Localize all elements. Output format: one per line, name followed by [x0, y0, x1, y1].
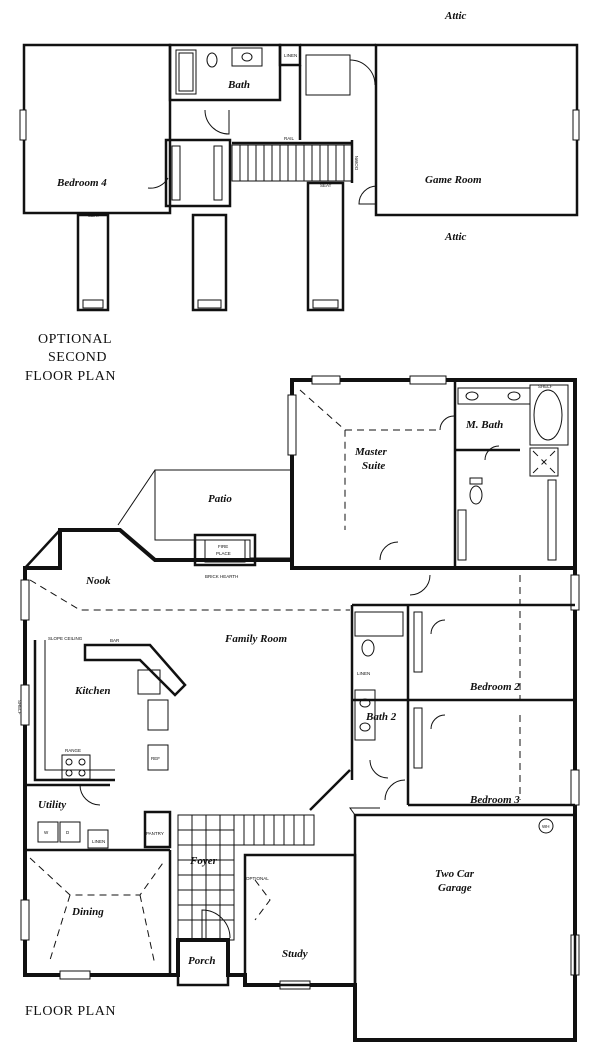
pantry-label: PANTRY [146, 831, 164, 836]
rail-label: RAIL [284, 136, 295, 141]
dryer [59, 821, 81, 843]
bath2-toilet [361, 639, 375, 657]
attic-top-label: Attic [444, 10, 467, 22]
slope-ceiling-label: SLOPE CEILING [48, 636, 83, 641]
nook-label: Nook [85, 575, 111, 587]
dormer-1 [76, 213, 110, 312]
bath2-vanity [354, 689, 376, 741]
washer-label: W [44, 830, 49, 835]
bath-walls [168, 43, 282, 102]
m-bath-tub [529, 384, 569, 446]
utility-label: Utility [38, 799, 66, 811]
foyer-label: Foyer [189, 855, 218, 867]
second-floor-title-3: FLOOR PLAN [25, 369, 116, 384]
garage-label-2: Garage [438, 882, 472, 894]
range [61, 754, 91, 780]
attic-bottom-label: Attic [444, 231, 467, 243]
study-walls [243, 853, 357, 987]
stair [231, 144, 353, 182]
linen-utility-label: LINEN [92, 839, 105, 844]
second-floor-plan: Bath Bedroom 4 Game Room Attic Attic LIN… [19, 10, 580, 384]
m-bath-vanity [457, 387, 531, 405]
master-label-2: Suite [362, 460, 385, 472]
bedroom2-label: Bedroom 2 [469, 681, 520, 693]
tub [175, 49, 197, 95]
pantry [143, 810, 172, 849]
master-label-1: Master [354, 446, 388, 458]
porch-label: Porch [188, 955, 216, 967]
shelf-kitchen-label: SHELF [17, 700, 22, 715]
fireplace [193, 533, 257, 567]
bedroom4-label: Bedroom 4 [56, 177, 107, 189]
bath-label: Bath [227, 79, 250, 91]
dormer-2 [191, 213, 228, 312]
dryer-label: D [66, 830, 70, 835]
patio-label: Patio [208, 493, 232, 505]
refrigerator [147, 744, 169, 771]
range-label: RANGE [65, 748, 81, 753]
second-floor-title-2: SECOND [48, 350, 107, 365]
water-heater [538, 818, 554, 834]
bedroom4-closet [164, 138, 232, 208]
family-room-label: Family Room [224, 633, 287, 645]
linen-closet [278, 43, 302, 67]
sink [231, 47, 263, 67]
game-room-label: Game Room [425, 174, 482, 186]
floor-plan-title: FLOOR PLAN [25, 1004, 116, 1019]
linen-bath-label: LINEN [357, 671, 370, 676]
wh-label: WH [542, 824, 550, 829]
fireplace-label-2: PLACE [216, 551, 231, 556]
dining-label: Dining [71, 906, 104, 918]
bath2-tub [354, 611, 404, 637]
down-label: DOWN [354, 156, 359, 170]
seat-right-label: SEAT [320, 183, 332, 188]
washer [37, 821, 59, 843]
m-bath-toilet [469, 485, 483, 505]
bar-label: BAR [110, 638, 120, 643]
kitchen-counter [33, 640, 115, 782]
game-room-walls [374, 43, 579, 217]
shelf-label: SHELF [538, 384, 553, 389]
optional-label: OPTIONAL [246, 876, 269, 881]
study-label: Study [282, 948, 308, 960]
fireplace-label-1: FIRE [218, 544, 228, 549]
master-block-walls [290, 378, 577, 570]
first-floor-plan: Master Suite M. Bath Patio Nook Family R… [17, 375, 580, 1042]
shower [529, 447, 559, 477]
kitchen-label: Kitchen [74, 685, 110, 697]
porch [176, 938, 230, 987]
linen-label: LINEN [284, 53, 297, 58]
garage-label-1: Two Car [435, 868, 475, 880]
foyer-tile [177, 814, 235, 941]
ref-label: REF [151, 756, 160, 761]
second-floor-title-1: OPTIONAL [38, 332, 112, 347]
seat-left-label: SEAT [88, 213, 100, 218]
m-bath-label: M. Bath [465, 419, 503, 431]
toilet [206, 52, 218, 68]
bedroom3-label: Bedroom 3 [469, 794, 520, 806]
bath2-label: Bath 2 [365, 711, 397, 723]
brick-hearth-label: BRICK HEARTH [205, 574, 238, 579]
dormer-3 [306, 181, 345, 312]
garage-walls [353, 813, 577, 1042]
kitchen-island [83, 643, 187, 697]
